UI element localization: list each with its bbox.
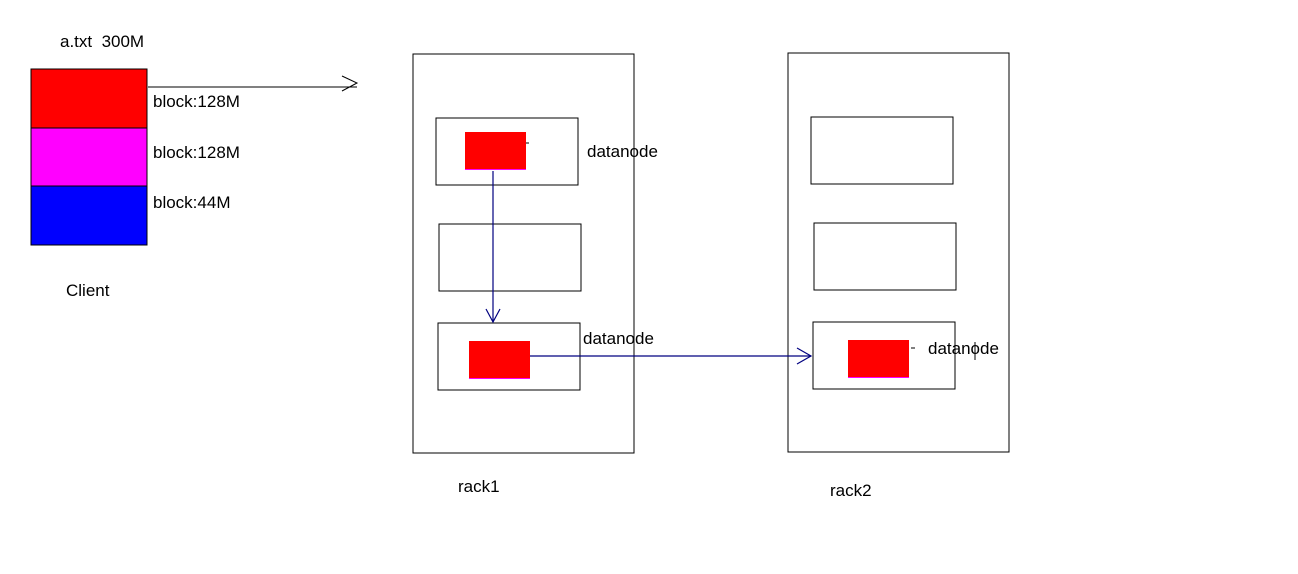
rack2-box [787,52,1010,453]
client-block-3 [30,185,148,246]
file-label: a.txt 300M [60,32,145,51]
block-label-3: block:44M [153,193,231,212]
replication-arrow-right [530,347,813,365]
datanode-label-3: datanode [928,339,999,358]
client-title: Client [66,281,110,300]
client-block-1 [30,68,148,129]
replica-block-2 [469,341,530,379]
rack2-node-3 [812,321,956,390]
rack2-node-1 [810,116,954,185]
rack1-node-2 [438,223,582,292]
block-label-1: block:128M [153,92,240,111]
rack1-box [412,53,635,454]
upload-arrow [148,75,359,92]
replication-arrow-down [485,171,501,324]
datanode-label-1: datanode [587,142,658,161]
client-block-2 [30,127,148,187]
rack2-label: rack2 [830,481,872,500]
replica-block-1 [465,132,526,170]
block-label-2: block:128M [153,143,240,162]
rack1-label: rack1 [458,477,500,496]
replica-block-3 [848,340,909,378]
datanode-label-2: datanode [583,329,654,348]
rack1-node-1 [435,117,579,186]
rack2-node-2 [813,222,957,291]
